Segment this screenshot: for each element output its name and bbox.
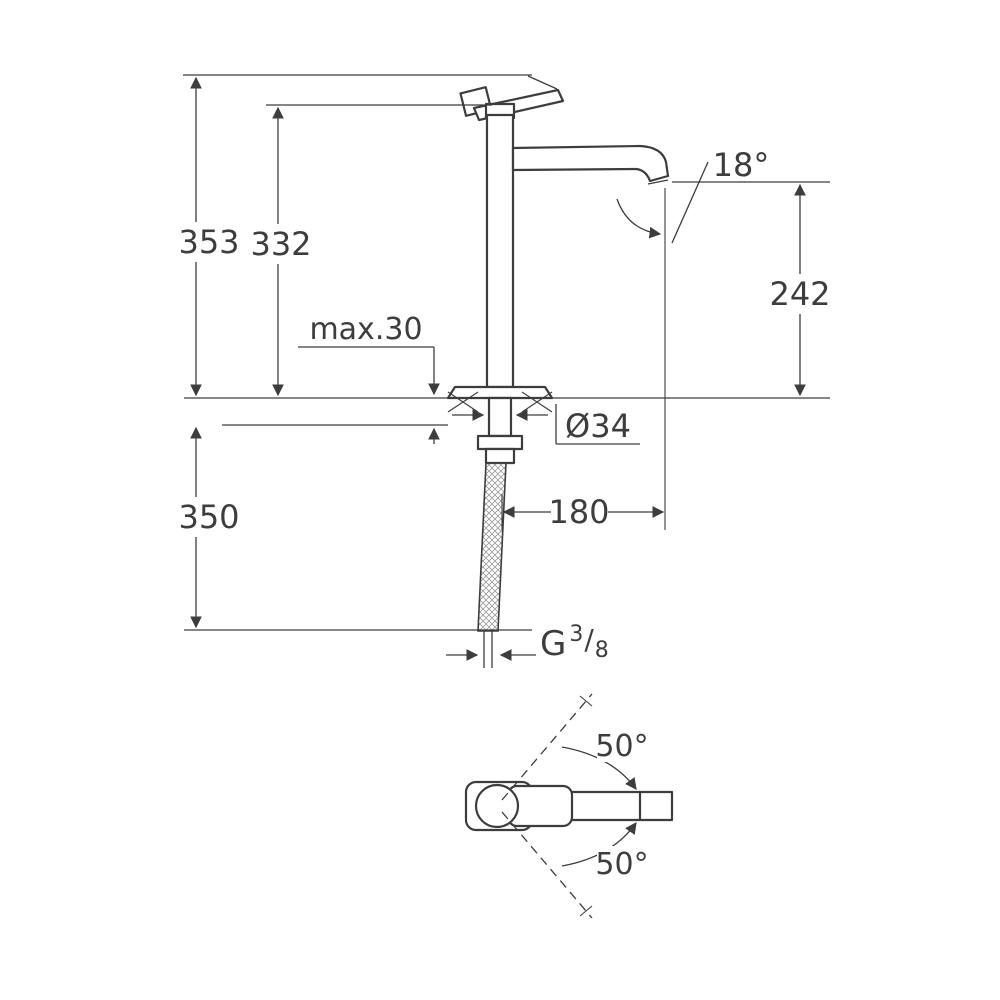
dim-body-height: 332 — [250, 106, 312, 397]
dim-spout-angle-label: 18° — [713, 146, 770, 184]
dim-spout-projection-label: 180 — [548, 493, 609, 531]
side-view: 353 332 max.30 18° 242 — [178, 74, 831, 668]
dim-spout-angle: 18° — [616, 146, 770, 244]
label-mask — [252, 224, 310, 264]
angle-line — [671, 161, 709, 244]
swivel-centerlines — [501, 693, 593, 919]
dim-max-thickness: max.30 — [298, 312, 440, 444]
flex-hose — [477, 462, 507, 632]
dim-outlet-height: 242 — [769, 183, 831, 397]
dim-hose-length: 350 — [178, 426, 240, 629]
dim-outlet-height-label: 242 — [769, 275, 830, 313]
faucet-column — [485, 113, 515, 389]
centerline-end-tick — [579, 905, 593, 917]
mounting-nut — [476, 434, 524, 451]
top-view-cartridge-circle — [474, 783, 520, 829]
lever-tip-leader — [527, 75, 558, 90]
hatch-line — [447, 391, 479, 413]
label-mask — [597, 846, 649, 880]
dim-hose-length-label: 350 — [178, 498, 239, 536]
label-mask — [180, 222, 238, 262]
flange-hatch-marks — [447, 391, 553, 413]
threaded-shank — [487, 396, 513, 438]
spout — [511, 144, 670, 183]
label-mask — [597, 728, 649, 762]
hatch-line — [521, 391, 553, 413]
base-flange — [446, 385, 554, 400]
dim-swivel-lower-label: 50° — [595, 847, 648, 882]
thread-numerator: 3 — [569, 622, 583, 647]
faucet-outline — [446, 86, 670, 668]
dim-swivel-upper: 50° — [561, 728, 649, 790]
dim-overall-height-label: 353 — [178, 223, 239, 261]
centerline-end-tick — [579, 695, 593, 707]
swivel-centerline-lower — [501, 811, 593, 919]
reference-lines — [183, 74, 830, 631]
thread-g: G — [540, 624, 566, 664]
dim-overall-height: 353 — [178, 76, 240, 397]
dim-hole-diameter-label: Ø34 — [565, 407, 631, 445]
dim-swivel-upper-label: 50° — [595, 729, 648, 764]
thread-denominator: 8 — [595, 638, 609, 663]
angle-arc — [616, 198, 662, 239]
dim-max-thickness-label: max.30 — [309, 312, 422, 347]
top-view: 50° 50° — [464, 693, 674, 919]
hose-adapter — [484, 447, 516, 465]
dim-body-height-label: 332 — [250, 225, 311, 263]
label-mask — [551, 492, 608, 532]
swivel-centerline-upper — [501, 693, 593, 801]
label-mask — [771, 274, 829, 314]
dim-hole-diameter: Ø34 — [452, 404, 640, 445]
thread-slash: / — [584, 623, 594, 656]
dim-swivel-lower: 50° — [561, 822, 649, 882]
aerator-line — [647, 179, 669, 185]
dim-spout-projection: 180 — [502, 492, 665, 532]
label-mask — [180, 497, 238, 537]
